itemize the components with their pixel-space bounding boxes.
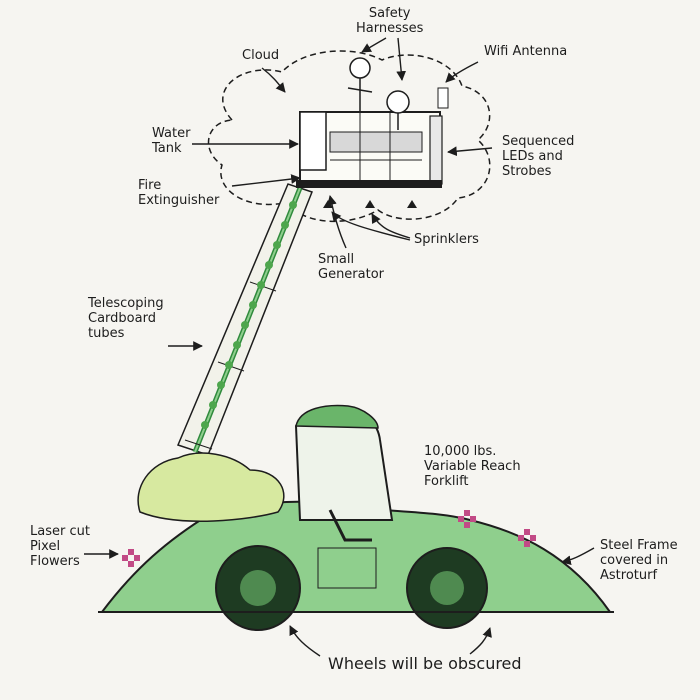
stick-figures <box>347 57 410 130</box>
cloud-outline <box>207 50 491 223</box>
label-forklift: 10,000 lbs. Variable Reach Forklift <box>424 444 521 489</box>
label-water-tank: Water Tank <box>152 126 191 156</box>
platform-basket <box>296 87 449 208</box>
label-sprinklers: Sprinklers <box>414 232 479 247</box>
bush <box>137 452 285 522</box>
label-wheels: Wheels will be obscured <box>328 654 522 673</box>
label-fire-extinguisher: Fire Extinguisher <box>138 178 220 208</box>
label-steel-frame: Steel Frame covered in Astroturf <box>600 538 678 583</box>
cab <box>294 404 394 589</box>
label-small-generator: Small Generator <box>318 252 385 282</box>
label-safety-harnesses: Safety Harnesses <box>356 6 424 36</box>
label-cloud: Cloud <box>242 48 280 63</box>
label-sequenced-leds: Sequenced LEDs and Strobes <box>502 134 575 179</box>
pixel-flowers <box>122 510 536 567</box>
label-pixel-flowers: Laser cut Pixel Flowers <box>30 524 90 569</box>
label-arrows <box>84 37 595 657</box>
wheels <box>215 545 488 631</box>
label-wifi-antenna: Wifi Antenna <box>484 44 568 59</box>
telescoping-boom <box>176 183 313 456</box>
label-telescoping-tubes: Telescoping Cardboard tubes <box>88 296 164 341</box>
